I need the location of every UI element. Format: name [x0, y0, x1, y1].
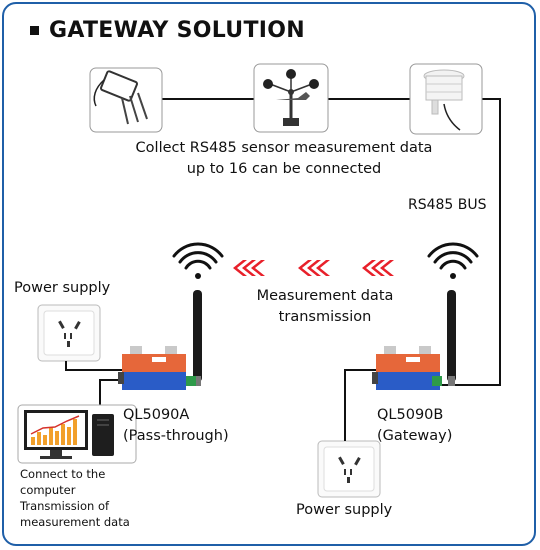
- computer-caption-line: measurement data: [20, 515, 130, 529]
- sensor-caption: Collect RS485 sensor measurement data up…: [98, 138, 470, 180]
- transmission-label-line1: Measurement data: [256, 288, 394, 304]
- title-block: GATEWAY SOLUTION: [30, 18, 305, 43]
- computer-caption-line: Connect to the: [20, 467, 106, 481]
- chevron-group-3: [362, 260, 394, 276]
- anemometer-icon: [253, 63, 329, 133]
- left-device-model: QL5090A: [123, 407, 190, 423]
- left-device-label: QL5090A (Pass-through): [123, 405, 229, 447]
- page-title: GATEWAY SOLUTION: [49, 18, 305, 43]
- left-power-cable: [65, 361, 122, 371]
- right-power-label: Power supply: [296, 502, 393, 518]
- wifi-signal-icon: [427, 242, 479, 279]
- transmission-label: Measurement data transmission: [230, 286, 420, 328]
- antenna-right: [447, 290, 456, 386]
- computer-caption: Connect to the computer Transmission of …: [20, 466, 130, 530]
- weather-shelter-icon: [409, 63, 483, 135]
- gateway-device-icon: [372, 346, 442, 390]
- rs485-bus-label: RS485 BUS: [408, 197, 487, 213]
- transmission-arrows: [233, 260, 394, 276]
- computer-icon: [17, 404, 137, 464]
- computer-caption-line: computer: [20, 483, 76, 497]
- rs485-bus-line: [438, 98, 501, 386]
- wifi-signal-icon: [172, 242, 224, 279]
- right-device-mode: (Gateway): [377, 428, 453, 444]
- chevron-group-1: [233, 260, 265, 276]
- right-device-label: QL5090B (Gateway): [377, 405, 452, 447]
- power-socket-icon: [37, 304, 101, 362]
- sensor-caption-line2: up to 16 can be connected: [186, 161, 382, 177]
- transmission-label-line2: transmission: [278, 309, 372, 325]
- title-bullet: [30, 26, 39, 35]
- gateway-device-icon: [118, 346, 196, 390]
- left-power-label: Power supply: [14, 280, 111, 296]
- antenna-left: [193, 290, 202, 386]
- right-power-cable: [344, 369, 376, 441]
- soil-sensor-icon: [89, 67, 163, 133]
- computer-cable: [99, 379, 118, 408]
- right-device-model: QL5090B: [377, 407, 444, 423]
- left-device-mode: (Pass-through): [123, 428, 229, 444]
- sensor-caption-line1: Collect RS485 sensor measurement data: [135, 140, 433, 156]
- power-socket-icon: [317, 440, 381, 498]
- chevron-group-2: [298, 260, 330, 276]
- computer-caption-line: Transmission of: [20, 499, 110, 513]
